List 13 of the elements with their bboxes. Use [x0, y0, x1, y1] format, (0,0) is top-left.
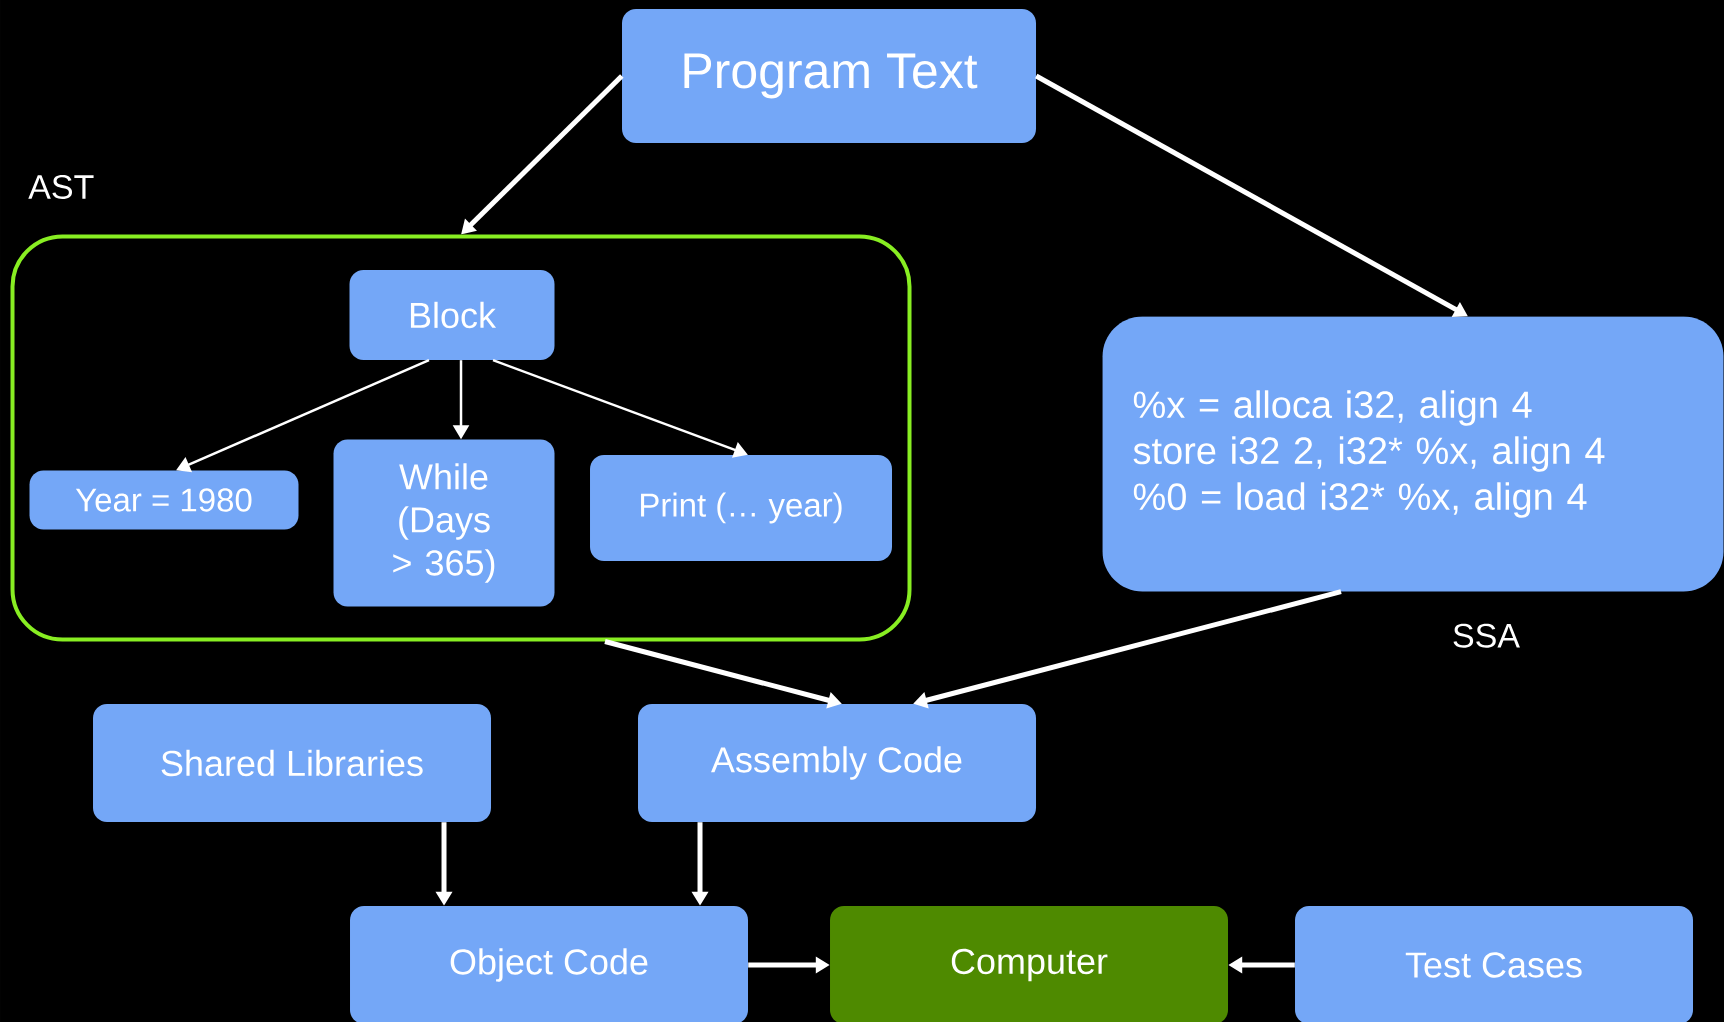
process-box: Print (… year) — [590, 455, 892, 561]
process-box: Shared Libraries — [93, 704, 491, 822]
process-box: Year = 1980 — [29, 470, 299, 530]
code-box: %x = alloca i32, align 4 store i32 2, i32* %x, align 4 %0 = load i32* %x, align 4 — [1102, 316, 1724, 592]
group-heading: AST — [28, 174, 94, 200]
box-caption: SSA — [1453, 623, 1520, 648]
computer-box: Computer — [830, 906, 1228, 1022]
process-box: While (Days > 365) — [333, 439, 555, 607]
process-box: Object Code — [350, 906, 748, 1022]
process-box: Test Cases — [1295, 906, 1693, 1022]
process-box: Program Text — [622, 9, 1036, 143]
process-box: Assembly Code — [638, 704, 1036, 822]
process-box: Block — [349, 270, 555, 360]
